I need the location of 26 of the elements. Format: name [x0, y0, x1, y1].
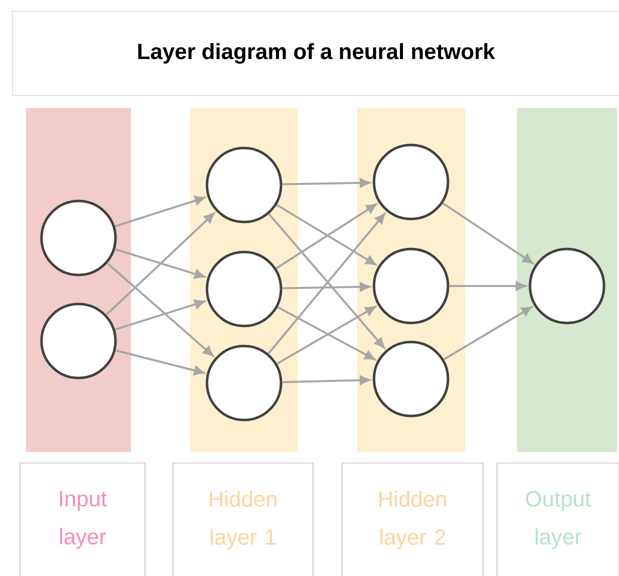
layer-label-box: Hidden layer 2	[342, 462, 484, 576]
arrow	[282, 282, 370, 292]
neuron-circle	[206, 146, 282, 224]
arrow	[106, 262, 214, 356]
layer-label-box: Hidden layer 1	[172, 462, 314, 576]
arrow	[114, 248, 205, 279]
arrow	[442, 202, 534, 264]
layer-label-box: Input layer	[20, 462, 146, 576]
arrow	[449, 281, 526, 291]
layer-label-box: Output layer	[496, 462, 619, 576]
neuron-circle	[206, 250, 282, 328]
neuron-circle	[40, 200, 117, 276]
arrow	[115, 349, 204, 376]
neuron-circle	[206, 344, 282, 422]
title-box: Layer diagram of a neural network	[12, 11, 619, 96]
neuron-circle	[372, 340, 450, 418]
arrow	[282, 178, 370, 188]
neuron-circle	[372, 248, 450, 324]
arrow	[106, 212, 214, 316]
arrow	[114, 300, 205, 330]
arrow	[114, 196, 206, 228]
arrow	[443, 306, 532, 360]
neuron-circle	[528, 248, 606, 324]
neuron-circle	[40, 302, 117, 380]
arrow	[282, 376, 370, 385]
neuron-circle	[372, 144, 450, 220]
